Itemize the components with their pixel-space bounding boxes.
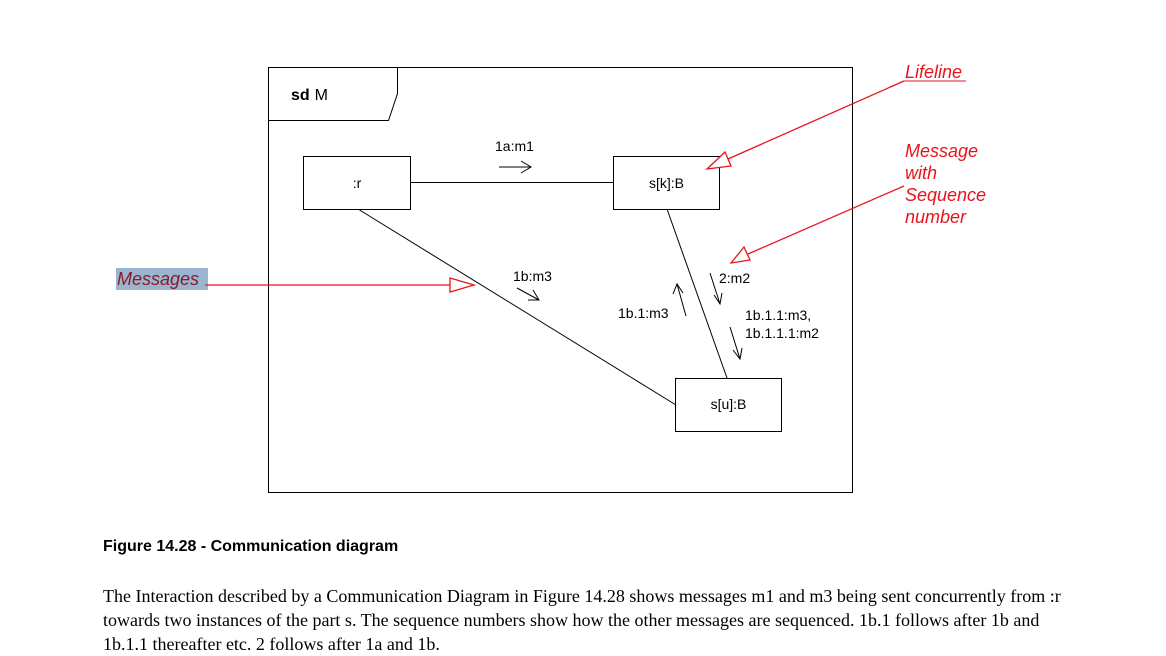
message-m1-arrow [499,160,532,174]
interaction-frame [268,67,853,493]
message-m3-reply-arrow [672,282,687,317]
communication-diagram: sd M :r s[k]:B s[u]:B 1a:m1 1b:m3 2:m2 1b… [116,62,986,493]
annotation-lifeline-text: Lifeline [905,62,962,82]
annotation-messages: Messages [116,268,477,293]
body-paragraph: The Interaction described by a Communica… [103,586,1061,654]
message-m3-forward-arrow [729,326,743,361]
annotation-messages-text: Messages [117,269,199,289]
message-m1-label: 1a:m1 [495,138,534,154]
message-m2-arrow [709,272,723,306]
figure-caption: Figure 14.28 - Communication diagram [103,538,399,555]
lifeline-sk[interactable]: s[k]:B [613,156,720,210]
frame-keyword: sd [291,87,310,104]
lifeline-sk-label: s[k]:B [649,175,684,191]
frame-name: M [315,87,328,104]
lifeline-r[interactable]: :r [303,156,411,210]
annotation-message-sequence-line4: number [905,207,967,227]
message-m3-label: 1b:m3 [513,268,552,284]
message-m3-forward-label-line2: 1b.1.1.1:m2 [745,325,819,341]
message-m3-arrow [516,287,540,301]
message-m2-label: 2:m2 [719,270,750,286]
annotation-message-sequence: Message with Sequence number [729,141,986,264]
frame-heading: sd M [291,87,328,104]
message-m3-forward-label-line1: 1b.1.1:m3, [745,307,811,323]
link-sk-su [666,208,728,379]
frame-heading-pentagon [268,67,398,121]
lifeline-r-label: :r [353,175,362,191]
annotation-message-sequence-line1: Message [905,141,978,161]
annotation-message-sequence-line2: with [905,163,937,183]
annotation-messages-highlight [116,268,208,290]
lifeline-su[interactable]: s[u]:B [675,378,782,432]
link-r-su [357,208,677,406]
annotation-message-sequence-line3: Sequence [905,185,986,205]
message-m3-reply-label: 1b.1:m3 [618,305,669,321]
lifeline-su-label: s[u]:B [711,396,747,412]
annotation-lifeline: Lifeline [705,62,966,170]
